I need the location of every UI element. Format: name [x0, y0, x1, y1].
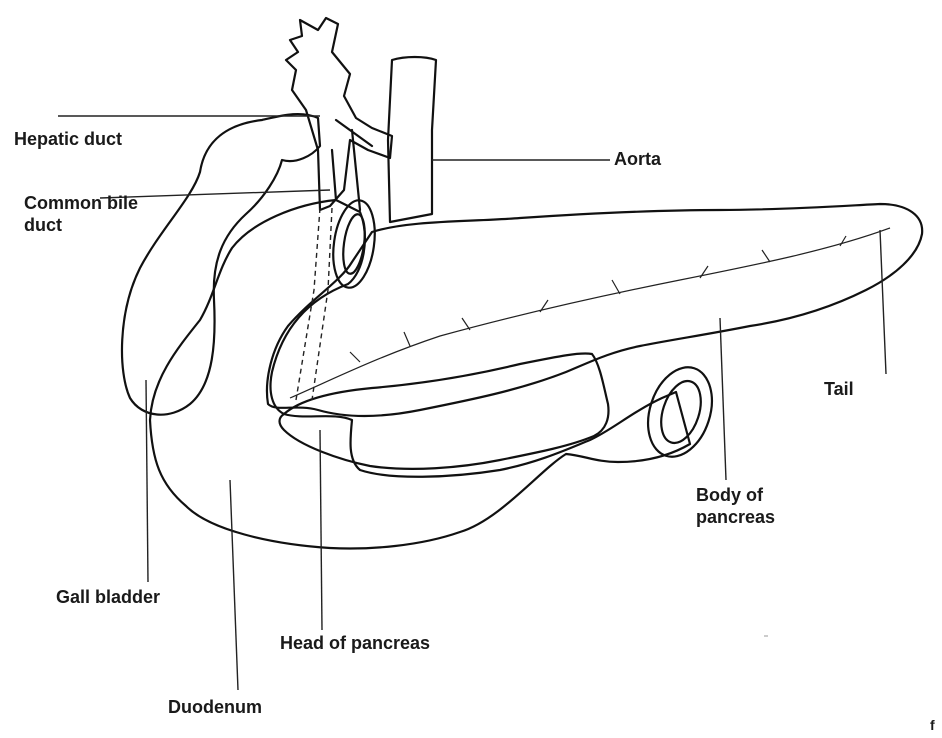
label-gall-bladder: Gall bladder — [56, 586, 160, 608]
pancreatic-duct — [290, 232, 890, 402]
label-body-of-pancreas: Body of pancreas — [696, 484, 796, 528]
vessel-cut-lumen — [340, 213, 368, 275]
pancreatic-duct-branches — [350, 236, 846, 362]
label-aorta: Aorta — [614, 148, 661, 170]
aorta-shape — [388, 57, 436, 222]
leader-lines — [58, 116, 886, 690]
corner-mark: f — [930, 714, 935, 736]
label-duodenum: Duodenum — [168, 696, 262, 718]
label-common-bile-duct: Common bile duct — [24, 192, 164, 236]
label-hepatic-duct: Hepatic duct — [14, 128, 122, 150]
gall-bladder-shape — [122, 114, 320, 415]
label-head-of-pancreas: Head of pancreas — [280, 632, 430, 654]
pancreatic-duct-outline — [290, 228, 890, 398]
label-tail: Tail — [824, 378, 854, 400]
